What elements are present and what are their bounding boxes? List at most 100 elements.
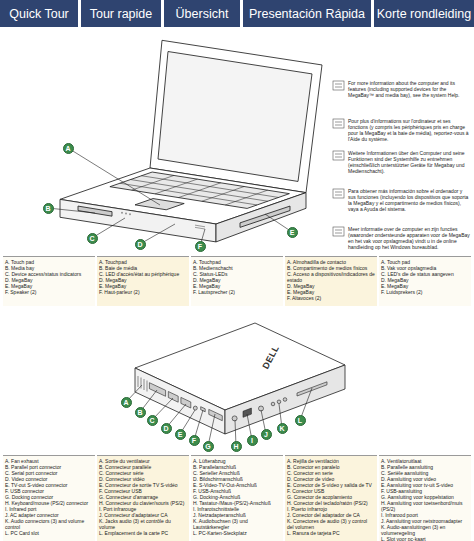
legend-item: A. Ventilatoruitlaat bbox=[381, 458, 469, 464]
megabay-slot bbox=[240, 206, 290, 227]
legend-item: B. Compartimento de medios físicos bbox=[287, 265, 375, 271]
legend-item: C. Conector en serie bbox=[287, 470, 375, 476]
legend-item: G. Aansluiting voor koppelstation bbox=[381, 494, 469, 500]
legend-item: B. Vak voor opslagmedia bbox=[381, 265, 469, 271]
node-text: F bbox=[192, 437, 196, 444]
callout-letter: A bbox=[121, 397, 132, 408]
legend-item: I. Infrarotschnittstelle bbox=[193, 506, 281, 512]
legend-item: B. Medienschacht bbox=[193, 265, 281, 271]
note-text: Pour plus d'informations sur l'ordinateu… bbox=[348, 118, 470, 142]
legend-item: L. PC-Karten-Steckplatz bbox=[193, 530, 281, 536]
node-text: Quick Tour bbox=[9, 7, 69, 21]
legend-item: I. Puerto infrarrojo bbox=[287, 506, 375, 512]
legend-item: A. Fan exhaust bbox=[5, 458, 93, 464]
legend-item: I. Infrared port bbox=[5, 506, 93, 512]
node-text: B bbox=[45, 205, 50, 212]
callout-letter: F bbox=[189, 435, 200, 446]
keyboard-keys bbox=[120, 175, 279, 205]
legend-item: B. Parallelle aansluiting bbox=[381, 464, 469, 470]
callout-letter: G bbox=[203, 441, 214, 452]
legend-item: A. Rejilla de ventilación bbox=[287, 458, 375, 464]
legend-column: A. Fan exhaustB. Parallel port connector… bbox=[3, 455, 95, 541]
legend-column: A. Sortie du ventilateurB. Connecteur pa… bbox=[97, 455, 189, 541]
legend-item: L. PC Card slot bbox=[5, 530, 93, 536]
legend-item: H. Keyboard/mouse (PS/2) connector bbox=[5, 500, 93, 506]
node-text: A bbox=[65, 145, 70, 152]
legend-item: H. Tastatur-/Maus-(PS/2)-Anschluß bbox=[193, 500, 281, 506]
legend-item: C. Status-LEDs bbox=[193, 271, 281, 277]
node-text: E bbox=[178, 431, 183, 438]
node-text: C bbox=[149, 417, 154, 424]
node-text: C bbox=[89, 235, 94, 242]
callout-letter: D bbox=[135, 239, 146, 250]
legend-item: A. Almohadilla de contacto bbox=[287, 259, 375, 265]
leader-lines bbox=[48, 148, 292, 246]
legend-column: A. Rejilla de ventilaciónB. Conector en … bbox=[285, 455, 377, 541]
legend-item: J. Aansluiting voor netstroomadapter bbox=[381, 518, 469, 524]
legend-item: H. Connecteur du clavier/souris (PS/2) bbox=[99, 500, 187, 506]
node-text: D bbox=[137, 241, 142, 248]
legend-item: B. Parallel port connector bbox=[5, 464, 93, 470]
legend-item: D. Aansluiting voor video bbox=[381, 476, 469, 482]
legend-item: K. Audio connectors (3) and volume contr… bbox=[5, 518, 93, 530]
legend-item: C. Device access/status indicators bbox=[5, 271, 93, 277]
callout-letter: A bbox=[63, 143, 74, 154]
legend-item: A. Touchpad bbox=[99, 259, 187, 265]
legend-item: K. Conectores de audio (3) y control del… bbox=[287, 518, 375, 530]
legend-item: E. MegaBay bbox=[287, 289, 375, 295]
node-text: H bbox=[233, 443, 238, 450]
laptop-back-face bbox=[135, 368, 225, 434]
legend-item: A. Sortie du ventilateur bbox=[99, 458, 187, 464]
legend-item: D. MegaBay bbox=[381, 277, 469, 283]
laptop-lid bbox=[150, 40, 322, 192]
fan-grill bbox=[138, 376, 147, 392]
node-text: A bbox=[123, 399, 128, 406]
laptop-front-face bbox=[60, 199, 216, 242]
speaker-grill bbox=[195, 225, 205, 229]
callout-letter: B bbox=[135, 407, 146, 418]
legend-item: L. Emplacement de la carte PC bbox=[99, 530, 187, 536]
callout-letter: B bbox=[43, 203, 54, 214]
status-lights bbox=[121, 212, 131, 215]
note-text: Weitere Informationen über den Computer … bbox=[348, 150, 470, 174]
legend-item: B. Media bay bbox=[5, 265, 93, 271]
legend-item: D. Connecteur vidéo bbox=[99, 476, 187, 482]
legend-column: A. LüfterabzugB. ParallelanschlußC. Seri… bbox=[191, 455, 283, 541]
legend-item: H. Conector del teclado/ratón (PS/2) bbox=[287, 500, 375, 506]
legend-item: K. Jacks audio (3) et contrôle du volume bbox=[99, 518, 187, 530]
closed-laptop bbox=[135, 323, 345, 434]
node-text: Korte rondleiding bbox=[377, 7, 472, 21]
legend-item: F. Altavoces (2) bbox=[287, 295, 375, 301]
node-text: Presentación Rápida bbox=[249, 7, 365, 21]
node-text: E bbox=[290, 229, 295, 236]
legend-item: G. Conector de acoplamiento bbox=[287, 494, 375, 500]
legend-item: F. Lautsprecher (2) bbox=[193, 289, 281, 295]
legend-column: A. TouchpadB. MedienschachtC. Status-LED… bbox=[191, 256, 283, 306]
legend-item: F. Connecteur USB bbox=[99, 488, 187, 494]
node-text: J bbox=[264, 431, 268, 438]
legend-item: H. Aansluiting voor toetsenbord/muis (PS… bbox=[381, 500, 469, 512]
legend-item: K. Audio-aansluitingen (3) en volumerege… bbox=[381, 524, 469, 536]
legend-item: F. USB-aansluiting bbox=[381, 488, 469, 494]
legend-item: E. MegaBay bbox=[5, 283, 93, 289]
legend-column: A. TouchpadB. Baie de médiaC. LED d'accè… bbox=[97, 256, 189, 306]
legend-item: D. MegaBay bbox=[287, 283, 375, 289]
section-tab: Übersicht bbox=[164, 0, 240, 27]
legend-item: C. Connecteur série bbox=[99, 470, 187, 476]
legend-item: B. Baie de média bbox=[99, 265, 187, 271]
legend-column: A. Touch padB. Media bayC. Device access… bbox=[3, 256, 95, 306]
legend-item: C. LED's die de status aangeven bbox=[381, 271, 469, 277]
legend-item: B. Parallelanschluß bbox=[193, 464, 281, 470]
legend-column: A. Almohadilla de contactoB. Compartimen… bbox=[285, 256, 377, 306]
legend-item: J. AC adapter connector bbox=[5, 512, 93, 518]
legend-item: G. Docking connector bbox=[5, 494, 93, 500]
callout-letter: F bbox=[195, 241, 206, 252]
legend-item: C. Acceso a dispositivos/indicadores de … bbox=[287, 271, 375, 283]
legend-item: E. TV-out S-video connector bbox=[5, 482, 93, 488]
touch-pad bbox=[135, 199, 184, 210]
legend-item: A. Lüfterabzug bbox=[193, 458, 281, 464]
legend-item: E. Connecteur de sortie TV S-vidéo bbox=[99, 482, 187, 488]
legend-item: F. Speaker (2) bbox=[5, 289, 93, 295]
legend-item: I. Infrarood poort bbox=[381, 512, 469, 518]
